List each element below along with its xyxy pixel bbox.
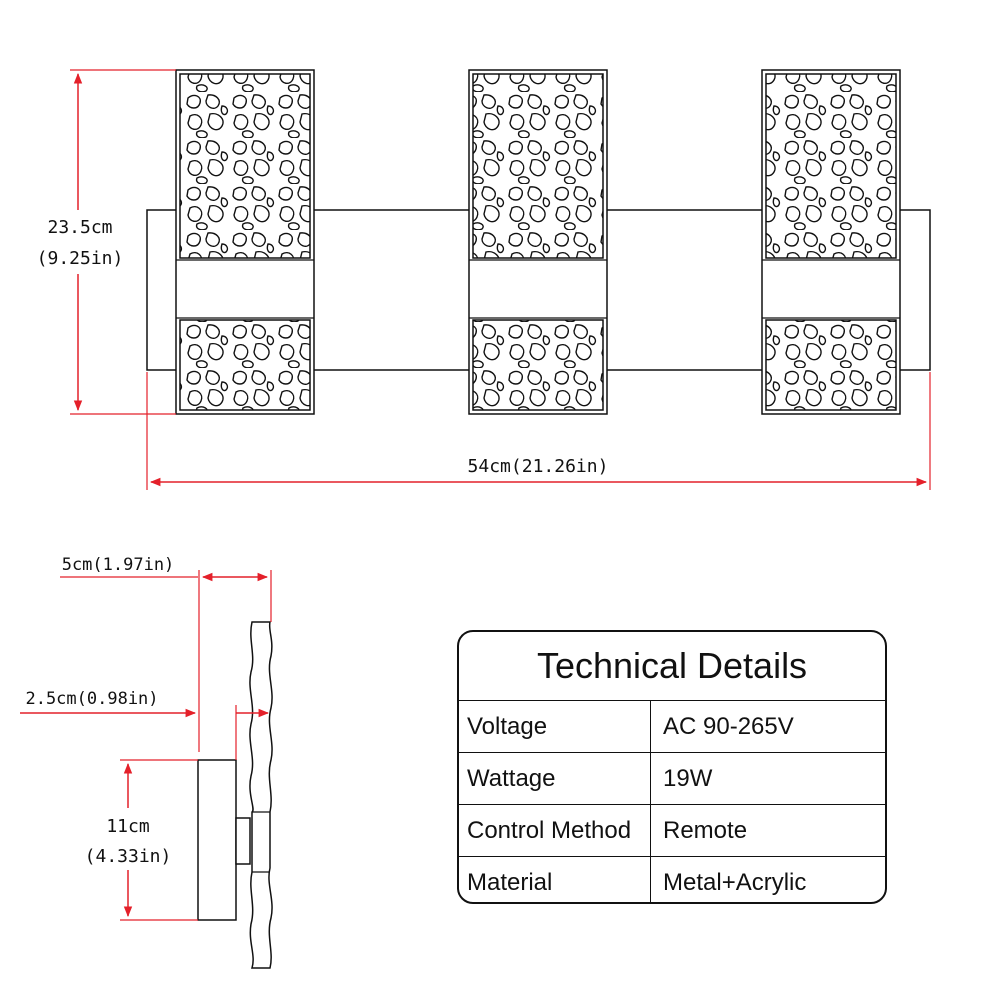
technical-details-table: Technical Details Voltage AC 90-265V Wat… <box>457 630 887 904</box>
spec-label: Material <box>459 857 651 902</box>
base-height-label-in: (4.33in) <box>85 846 172 867</box>
spec-row-voltage: Voltage AC 90-265V <box>459 701 885 753</box>
height-dimension: 23.5cm (9.25in) <box>37 69 176 415</box>
side-view: 5cm(1.97in) 2.5cm(0.98in) 11cm (4.33in) <box>20 555 273 969</box>
depth-label: 5cm(1.97in) <box>62 555 175 575</box>
offset-label: 2.5cm(0.98in) <box>25 689 158 709</box>
shade-profile <box>249 621 273 969</box>
base-height-dimension: 11cm (4.33in) <box>85 759 198 921</box>
shade-1 <box>175 69 315 415</box>
spec-row-material: Material Metal+Acrylic <box>459 857 885 902</box>
height-label-cm: 23.5cm <box>47 217 112 238</box>
spec-row-wattage: Wattage 19W <box>459 753 885 805</box>
height-label-in: (9.25in) <box>37 248 124 269</box>
depth-dimension: 5cm(1.97in) <box>60 555 272 752</box>
spec-row-control-method: Control Method Remote <box>459 805 885 857</box>
spec-label: Control Method <box>459 805 651 856</box>
base-height-label-cm: 11cm <box>106 816 149 837</box>
offset-dimension: 2.5cm(0.98in) <box>20 689 270 760</box>
spec-label: Wattage <box>459 753 651 804</box>
spec-value: AC 90-265V <box>663 713 794 740</box>
shade-3 <box>761 69 901 415</box>
width-dimension: 54cm(21.26in) <box>146 372 931 490</box>
front-view: 23.5cm (9.25in) 54cm(21.26in) <box>37 69 931 490</box>
wall-base <box>197 759 237 921</box>
width-label: 54cm(21.26in) <box>468 456 609 477</box>
technical-details-title: Technical Details <box>459 632 885 701</box>
connector-arm <box>235 817 251 865</box>
spec-label: Voltage <box>459 701 651 752</box>
spec-value: 19W <box>663 765 713 792</box>
spec-value: Metal+Acrylic <box>663 869 807 896</box>
shade-2 <box>468 69 608 415</box>
spec-value: Remote <box>663 817 748 844</box>
